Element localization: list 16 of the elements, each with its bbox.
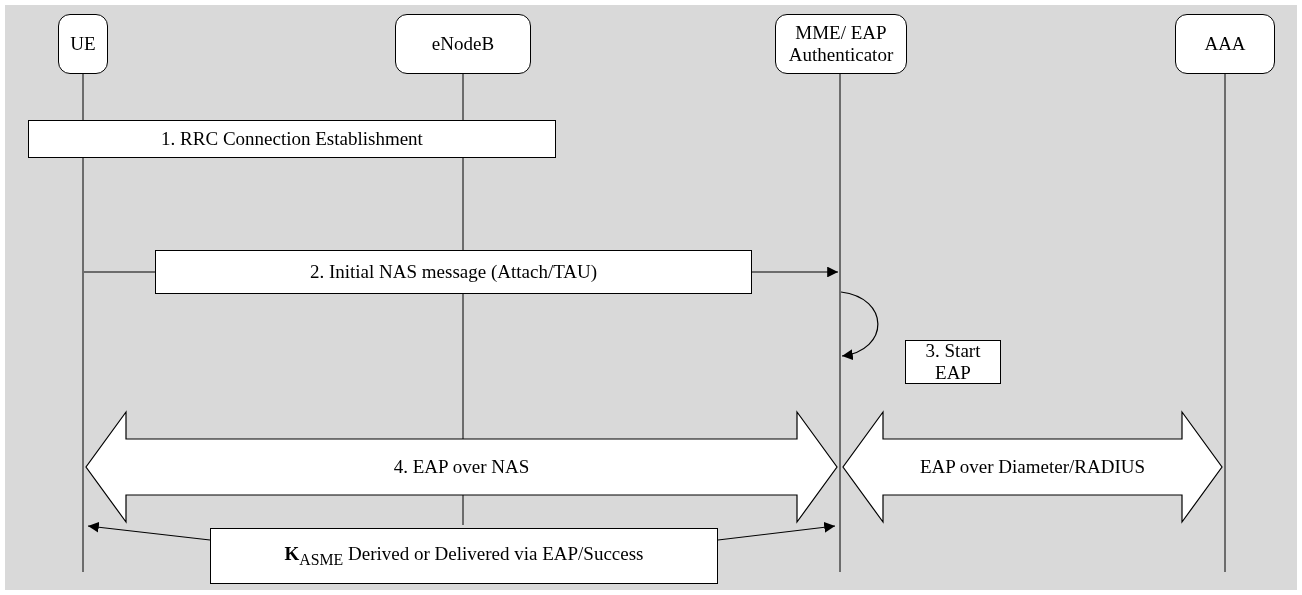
arrow — [717, 521, 836, 541]
arrow — [840, 291, 879, 359]
participant-box: eNodeB — [395, 14, 531, 74]
participant-box: AAA — [1175, 14, 1275, 74]
note-box: K$_{ASME}$ Derived or Delivered via EAP/Success — [210, 528, 718, 584]
message-box: 2. Initial NAS message (Attach/TAU) — [155, 250, 752, 294]
block-arrow — [842, 410, 1223, 524]
edge-label: EAP over Diameter/RADIUS — [918, 455, 1147, 479]
process-box: 1. RRC Connection Establishment — [28, 120, 556, 158]
arrow — [87, 521, 211, 541]
participant-box: MME/ EAP Authenticator — [775, 14, 907, 74]
block-arrow — [85, 410, 838, 524]
participant-box: UE — [58, 14, 108, 74]
arrow — [751, 266, 839, 278]
process-box: 3. Start EAP — [905, 340, 1001, 384]
edge-label: 4. EAP over NAS — [392, 455, 531, 479]
